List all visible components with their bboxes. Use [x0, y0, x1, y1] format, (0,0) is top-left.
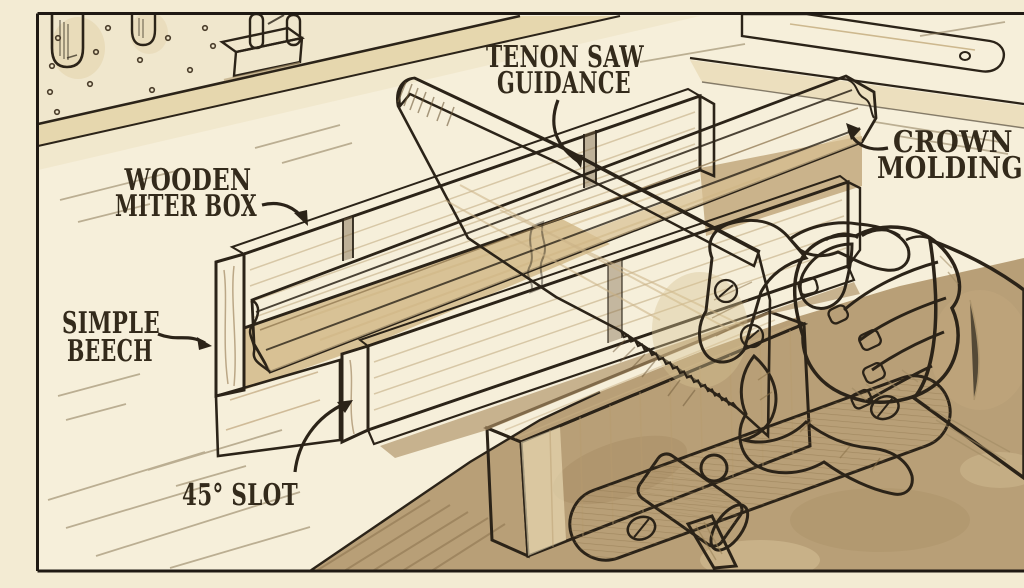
thumb-nail [797, 276, 819, 297]
mallet-knob [699, 453, 729, 483]
handle-screw-icon [739, 323, 765, 349]
bench-texture-lines [47, 21, 1009, 569]
hanging-tool-icon [50, 14, 85, 69]
label-beech-line2: BEECH [67, 334, 153, 369]
handle-upper-horn [787, 221, 911, 272]
arrowhead-icon [337, 400, 353, 413]
arrow-tenon-saw [552, 99, 580, 164]
wooden-miter-box [214, 74, 878, 458]
annotation-crown-molding: CROWN MOLDING [846, 123, 1023, 186]
45-degree-slot [342, 216, 354, 261]
handle-screw-icon [713, 278, 739, 304]
handle-lower-horn [738, 353, 914, 496]
workbench-dark-area [284, 258, 1024, 588]
annotation-45-slot: 45° SLOT [182, 400, 353, 513]
far-wall-end-grain [214, 252, 246, 398]
pegboard-holes [46, 24, 217, 116]
arrowhead-icon [197, 337, 212, 350]
label-beech-line1: SIMPLE [62, 306, 160, 341]
straightedge-board [740, 12, 1005, 73]
arrowhead-icon [294, 210, 308, 226]
arrow-slot [293, 401, 347, 473]
miter-box-base [214, 358, 342, 458]
wooden-mallet [636, 452, 750, 570]
label-miter-box-line2: MITER BOX [115, 189, 257, 224]
thumb [798, 242, 854, 310]
label-crown-line2: MOLDING [877, 151, 1023, 186]
arrowhead-icon [570, 153, 583, 168]
gripping-hand [792, 225, 1024, 481]
molding-cut-end [847, 79, 875, 119]
cleat-screw-icon [626, 515, 657, 541]
annotation-simple-beech: SIMPLE BEECH [62, 306, 212, 369]
fingernails [827, 304, 886, 410]
wrist [911, 237, 1024, 481]
miter-box-far-wall [214, 87, 716, 398]
molding-profile-end [248, 298, 271, 373]
label-tenon-saw-line1: TENON SAW [486, 40, 645, 75]
annotation-tenon-saw-guidance: TENON SAW GUIDANCE [486, 40, 645, 168]
saw-teeth [620, 330, 738, 409]
miter-box-near-wall [340, 174, 862, 458]
arrowhead-icon [846, 123, 861, 140]
saw-handle [698, 218, 914, 496]
annotation-wooden-miter-box: WOODEN MITER BOX [115, 163, 308, 226]
handle-cheek [698, 218, 809, 364]
label-tenon-saw-line2: GUIDANCE [497, 66, 631, 101]
base-strip [366, 264, 856, 446]
shelf-rail [37, 14, 700, 170]
label-miter-box-line1: WOODEN [124, 163, 252, 198]
fist [792, 225, 962, 404]
label-crown-line1: CROWN [893, 125, 1013, 160]
mallet-handle [685, 514, 739, 570]
hanging-tool-icon [130, 14, 157, 47]
annotations: TENON SAW GUIDANCE CROWN MOLDING WOODEN … [62, 40, 1023, 513]
label-slot-line1: 45° SLOT [182, 478, 298, 513]
